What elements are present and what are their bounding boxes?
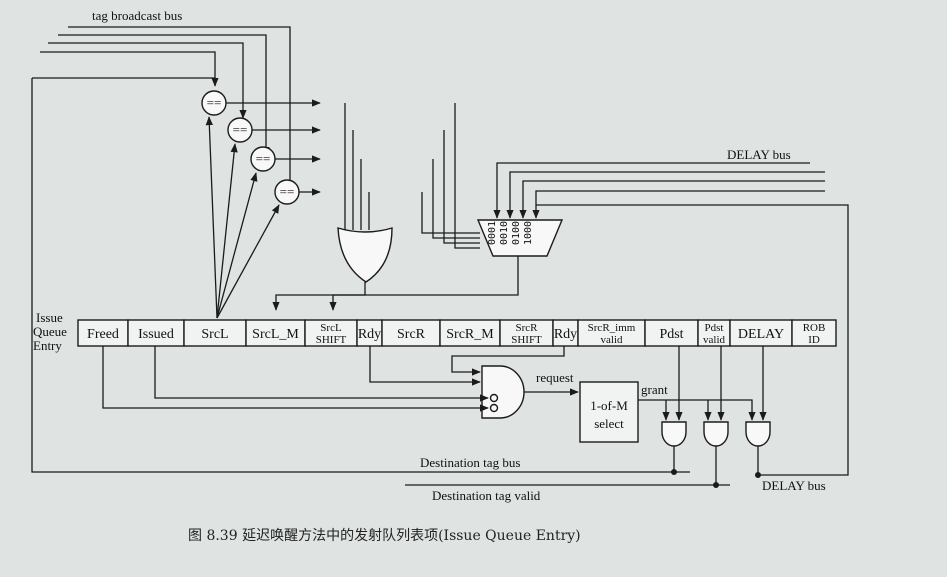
field-cell bbox=[697, 319, 731, 347]
destination-buses: Destination tag bus Destination tag vali… bbox=[31, 77, 826, 503]
field-label: Issued bbox=[138, 327, 174, 342]
field-delay: DELAY bbox=[729, 319, 793, 347]
field-label: SrcL bbox=[320, 322, 342, 334]
field-pdst: Pdst bbox=[644, 319, 699, 347]
delay-and-gate bbox=[745, 421, 771, 447]
field-label: SrcR bbox=[516, 322, 539, 334]
tag-broadcast-bus: tag broadcast bus bbox=[40, 8, 294, 191]
tag-broadcast-bus-label: tag broadcast bus bbox=[92, 8, 182, 23]
issue-label: Issue bbox=[36, 310, 63, 325]
mux-input-label: 0001 bbox=[487, 221, 498, 245]
pdst-and-gate bbox=[661, 421, 687, 447]
queue-label: Queue bbox=[33, 324, 67, 339]
destination-tag-valid-label: Destination tag valid bbox=[432, 488, 541, 503]
comparator-symbol: == bbox=[280, 184, 295, 199]
field-label: Pdst bbox=[705, 322, 724, 334]
entry-label: Entry bbox=[33, 338, 62, 353]
match-lines bbox=[226, 99, 480, 249]
field-srcr: SrcR bbox=[381, 319, 441, 347]
delay-mux: 0001 0010 0100 1000 bbox=[272, 219, 564, 311]
field-label: ROB bbox=[803, 322, 826, 334]
figure-caption: 图 8.39 延迟唤醒方法中的发射队列表项(Issue Queue Entry) bbox=[188, 527, 581, 544]
field-cell bbox=[77, 319, 129, 347]
comparator-symbol: == bbox=[233, 122, 248, 137]
field-rdy-r: Rdy bbox=[552, 319, 579, 347]
field-rdy-l: Rdy bbox=[356, 319, 383, 347]
field-cell bbox=[499, 319, 554, 347]
select-logic: 1-of-M select grant bbox=[579, 381, 756, 443]
field-label: Rdy bbox=[554, 327, 577, 342]
comparators: == == == == bbox=[201, 90, 300, 319]
field-label-line2: SHIFT bbox=[511, 334, 542, 346]
field-srcl: SrcL bbox=[183, 319, 247, 347]
mux-input-label: 1000 bbox=[523, 221, 534, 245]
field-label: Pdst bbox=[659, 327, 683, 342]
field-issued: Issued bbox=[127, 319, 185, 347]
comparator-symbol: == bbox=[207, 95, 222, 110]
pdst-valid-and-gate bbox=[703, 421, 729, 447]
field-label: SrcR_imm bbox=[588, 322, 636, 334]
field-srcr-m: SrcR_M bbox=[439, 319, 501, 347]
field-label: Freed bbox=[87, 327, 119, 342]
field-label-line2: valid bbox=[703, 334, 725, 346]
field-srcl-m: SrcL_M bbox=[245, 319, 306, 347]
field-freed: Freed bbox=[77, 319, 129, 347]
select-label-1: 1-of-M bbox=[590, 398, 628, 413]
field-cell bbox=[381, 319, 441, 347]
field-label: SrcL_M bbox=[252, 327, 299, 342]
field-cell bbox=[791, 319, 837, 347]
output-gates bbox=[661, 346, 771, 488]
destination-tag-bus-label: Destination tag bus bbox=[420, 455, 520, 470]
field-label: SrcR_M bbox=[446, 327, 494, 342]
field-label: SrcR bbox=[397, 327, 426, 342]
field-cell bbox=[127, 319, 185, 347]
field-label-line2: ID bbox=[808, 334, 820, 346]
or-gate bbox=[337, 227, 393, 283]
field-cell bbox=[644, 319, 699, 347]
request-label: request bbox=[536, 370, 574, 385]
field-label: SrcL bbox=[201, 327, 228, 342]
delay-bus: DELAY bus bbox=[493, 147, 849, 476]
grant-label: grant bbox=[641, 382, 668, 397]
field-label-line2: SHIFT bbox=[316, 334, 347, 346]
field-cell bbox=[552, 319, 579, 347]
field-label: DELAY bbox=[738, 327, 784, 342]
field-label-line2: valid bbox=[601, 334, 623, 346]
field-label: Rdy bbox=[358, 327, 381, 342]
select-label-2: select bbox=[594, 416, 624, 431]
mux-input-label: 0010 bbox=[499, 221, 510, 245]
delay-bus-bottom-label: DELAY bus bbox=[762, 478, 826, 493]
request-and-gate: request bbox=[102, 346, 579, 419]
comparator-symbol: == bbox=[256, 151, 271, 166]
mux-input-label: 0100 bbox=[511, 221, 522, 245]
delay-bus-top-label: DELAY bus bbox=[727, 147, 791, 162]
